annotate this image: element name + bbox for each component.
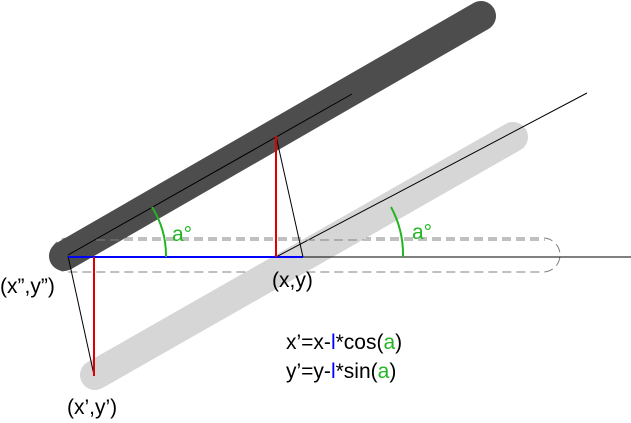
inclined-reference-line bbox=[275, 92, 588, 258]
formula-1-length: l bbox=[331, 331, 336, 354]
formula-1-angle: a bbox=[383, 331, 395, 354]
light-rod bbox=[80, 122, 528, 390]
construction-line-right-top bbox=[275, 135, 304, 258]
point-label-xy: (x,y) bbox=[272, 269, 313, 292]
formula-2-length: l bbox=[331, 360, 336, 383]
formula-2-op: *sin( bbox=[336, 360, 378, 383]
formula-line-1: x’=x-l*cos(a) bbox=[286, 331, 402, 354]
formula-1-close: ) bbox=[395, 331, 402, 354]
dark-rod-centerline bbox=[67, 93, 353, 256]
formula-line-2: y’=y-l*sin(a) bbox=[286, 360, 396, 383]
point-label-x1y1: (x’,y’) bbox=[67, 396, 117, 419]
angle-arc-right bbox=[390, 206, 405, 258]
formula-2-close: ) bbox=[389, 360, 396, 383]
formula-2-lhs: y’=y- bbox=[286, 360, 331, 383]
angle-label-right: a° bbox=[412, 221, 432, 244]
dark-rod bbox=[49, 1, 496, 271]
formula-1-lhs: x’=x- bbox=[286, 331, 331, 354]
point-label-x2y2: (x”,y”) bbox=[0, 275, 55, 298]
formula-2-angle: a bbox=[378, 360, 390, 383]
angle-label-left: a° bbox=[172, 223, 192, 246]
construction-line-left bbox=[67, 255, 95, 376]
angle-arc-left bbox=[151, 206, 168, 258]
formula-1-op: *cos( bbox=[336, 331, 384, 354]
